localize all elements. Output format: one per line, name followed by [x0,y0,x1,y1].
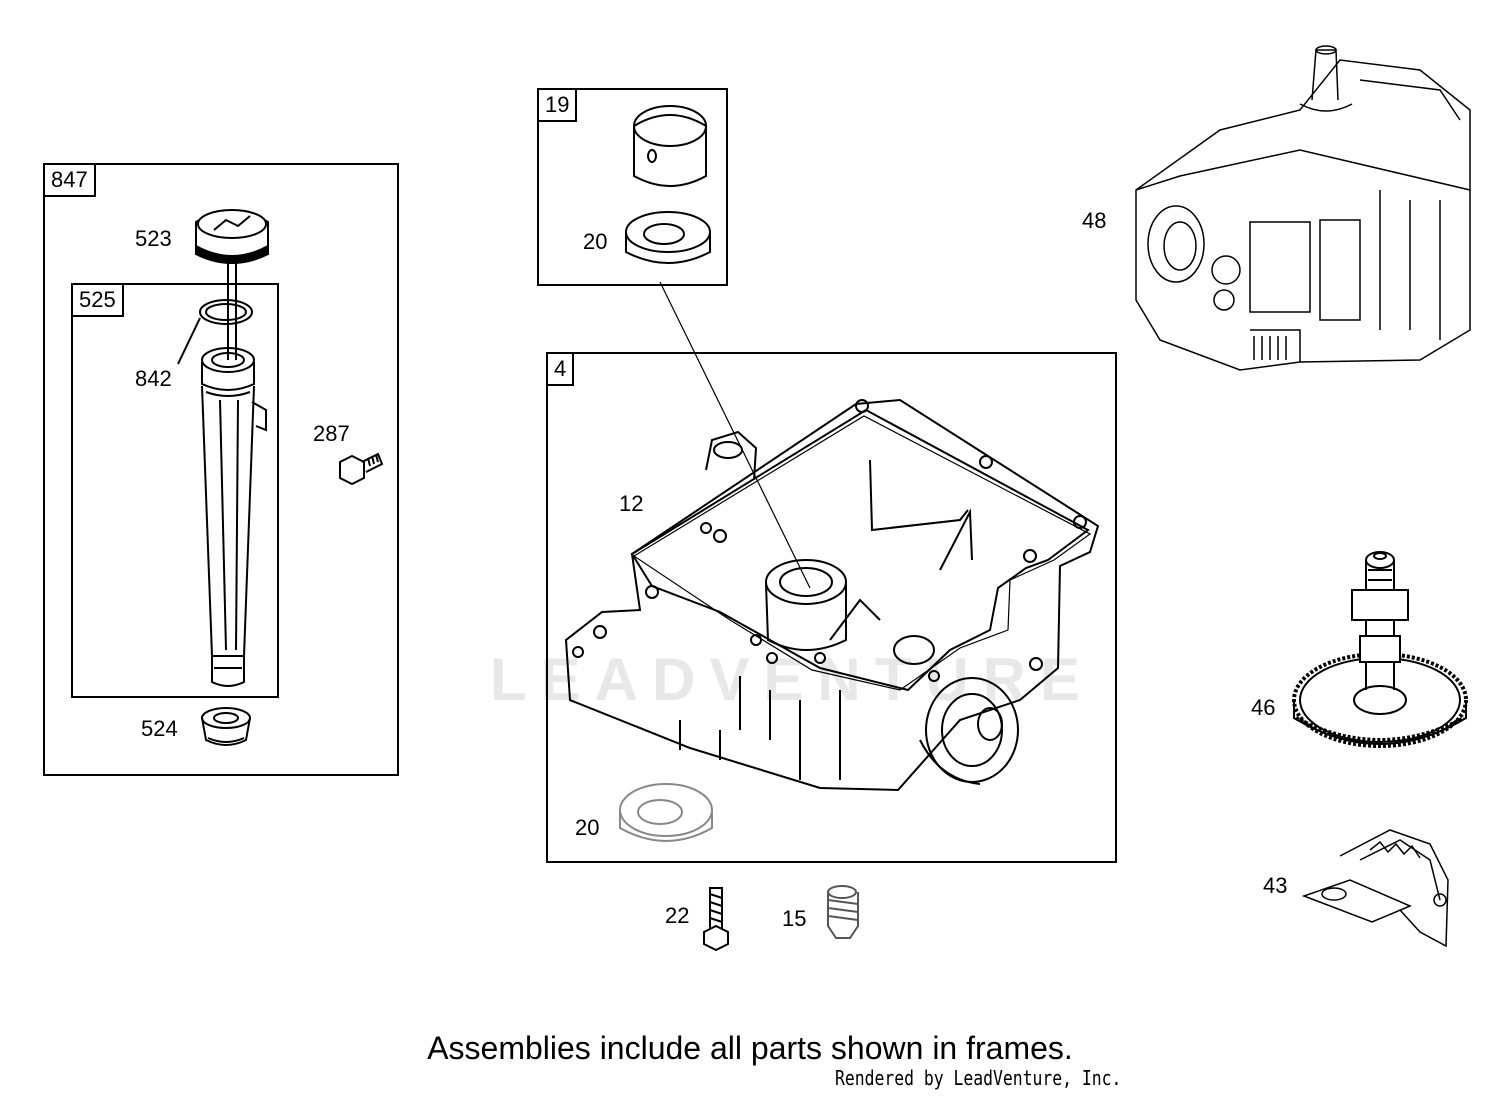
assembly-caption: Assemblies include all parts shown in fr… [427,1030,1073,1066]
governor-part [1301,829,1449,948]
callout-287[interactable]: 287 [313,421,350,446]
callout-12[interactable]: 12 [619,491,644,516]
callout-20-bottom[interactable]: 20 [575,815,600,840]
sump-part [564,398,1100,792]
camshaft-part [1292,551,1468,748]
frame-847-tag: 847 [45,165,96,197]
plug-part [827,885,859,939]
dipstick-cap-part [195,209,269,360]
frame-525-tag: 525 [73,285,124,317]
dipstick-tube-part [201,347,267,687]
callout-842[interactable]: 842 [135,366,172,391]
callout-46[interactable]: 46 [1251,695,1276,720]
frame-19-tag: 19 [539,90,578,122]
frame-4: 4 [546,352,1117,863]
bolt-287-part [339,452,384,486]
seal-top-part [625,211,711,264]
callout-524[interactable]: 524 [141,716,178,741]
callout-43[interactable]: 43 [1263,873,1288,898]
tappet-part [633,105,707,187]
grommet-part [201,707,251,746]
frame-525: 525 [71,283,279,698]
callout-523[interactable]: 523 [135,226,172,251]
bolt-22-part [703,887,729,952]
leader-line [659,281,811,589]
callout-22[interactable]: 22 [665,903,690,928]
seal-bottom-part [619,783,713,842]
frame-4-tag: 4 [548,354,575,386]
callout-15[interactable]: 15 [782,906,807,931]
render-credit: Rendered by LeadVenture, Inc. [835,1066,1122,1090]
callout-20-top[interactable]: 20 [583,229,608,254]
crankcase-part [1135,45,1471,371]
frame-847: 847 [43,163,399,776]
callout-48[interactable]: 48 [1082,208,1107,233]
gasket-part [632,415,1092,691]
frame-19: 19 [537,88,728,286]
o-ring-part [177,299,253,365]
